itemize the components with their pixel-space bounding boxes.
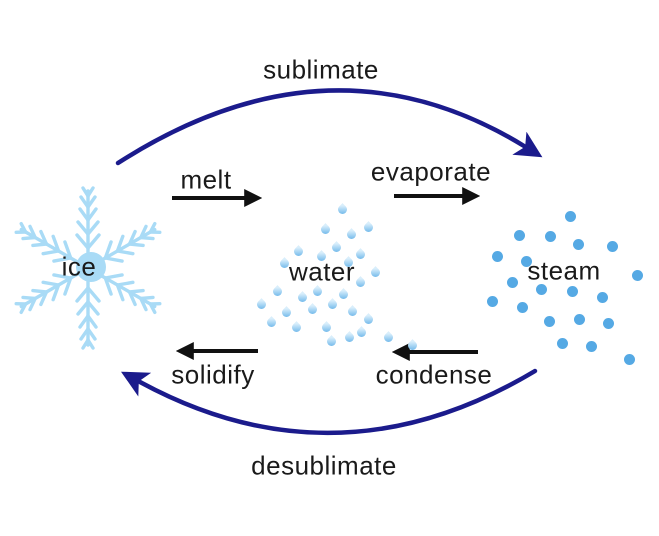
steam-label: steam bbox=[527, 255, 601, 286]
evaporate-label: evaporate bbox=[370, 156, 492, 187]
condense-label: condense bbox=[375, 359, 493, 390]
desublimate-arc-arrow bbox=[121, 368, 538, 436]
sublimate-arc-arrow bbox=[115, 88, 543, 166]
ice-label: ice bbox=[61, 251, 97, 282]
sublimate-label: sublimate bbox=[263, 54, 379, 85]
water-label: water bbox=[288, 256, 356, 287]
solidify-label: solidify bbox=[171, 359, 255, 390]
melt-label: melt bbox=[180, 164, 232, 195]
desublimate-label: desublimate bbox=[251, 450, 397, 481]
snowflake-icon bbox=[11, 186, 165, 350]
